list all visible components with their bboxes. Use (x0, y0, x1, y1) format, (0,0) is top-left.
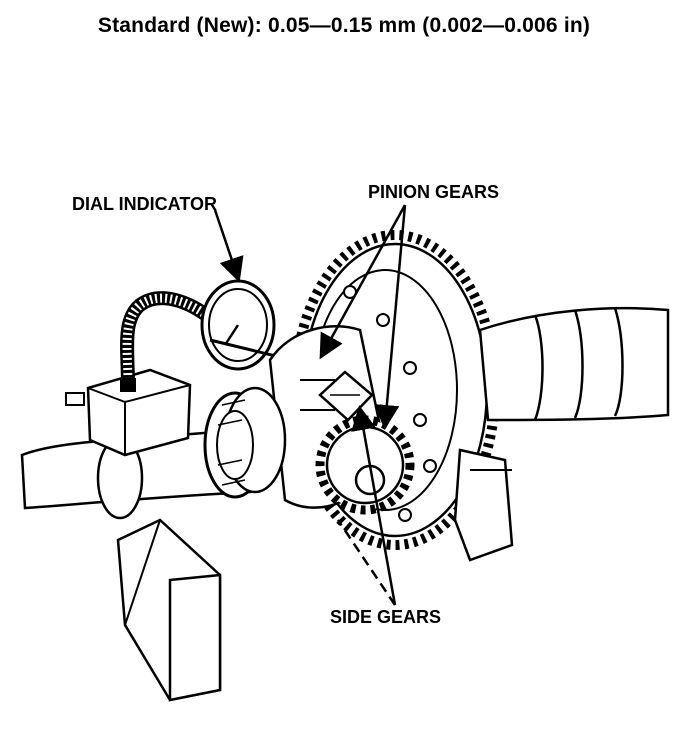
dial-indicator-gauge (200, 279, 293, 371)
side-gears-label: SIDE GEARS (330, 607, 442, 627)
spec-title: Standard (New): 0.05—0.15 mm (0.002—0.00… (97, 14, 591, 37)
carrier-bearing (203, 386, 287, 499)
right-axle-boot (478, 306, 670, 422)
dial-indicator-label: DIAL INDICATOR (72, 194, 218, 214)
pinion-gears-label: PINION GEARS (368, 182, 500, 202)
support-block (116, 518, 222, 702)
left-axle-shaft (20, 428, 252, 520)
flexible-arm (120, 291, 215, 392)
side-gear (315, 415, 415, 515)
leader-lines (213, 204, 407, 606)
magnetic-base (65, 368, 192, 457)
right-support-block (453, 448, 514, 562)
